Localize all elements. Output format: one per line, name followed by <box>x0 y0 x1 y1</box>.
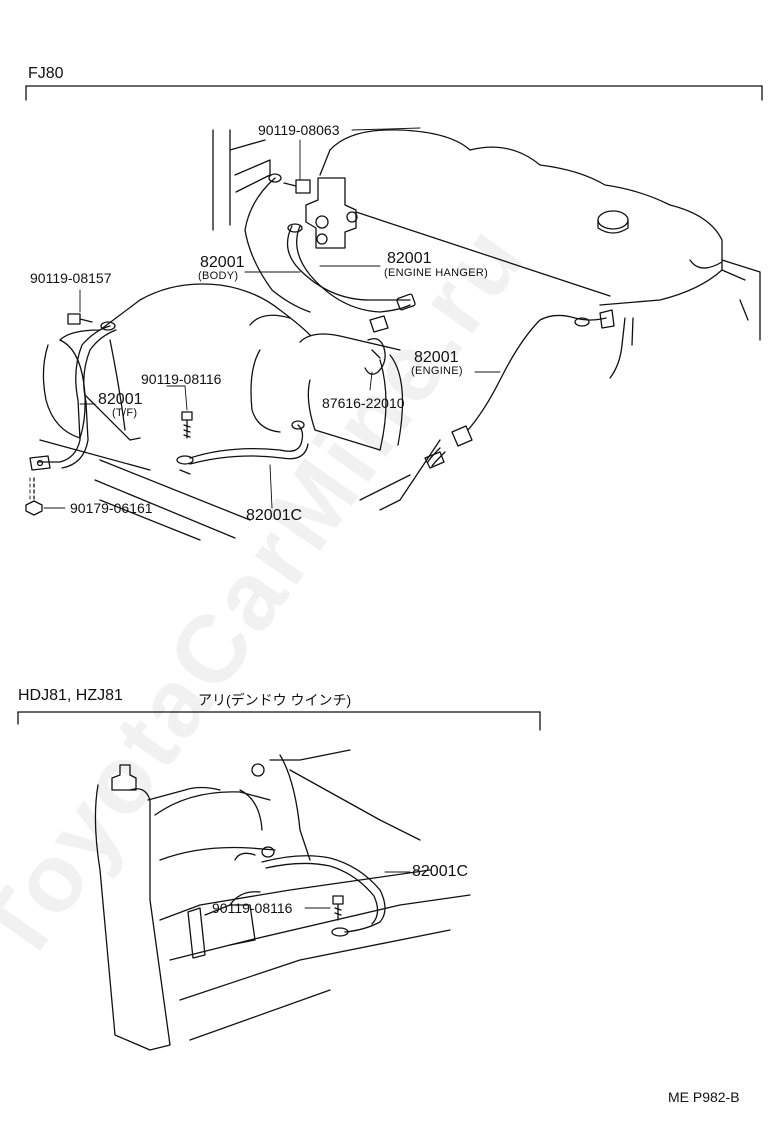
bolt-90119-08157 <box>67 313 93 325</box>
leader-lines <box>29 127 501 509</box>
part-sublabel-engine: (ENGINE) <box>411 365 463 377</box>
frame-lines <box>39 439 441 541</box>
cable-82001c <box>176 420 309 475</box>
cable-82001-hanger <box>286 223 416 333</box>
part-label-82001-body: 82001 <box>200 254 245 271</box>
part-label-82001-engine: 82001 <box>414 349 459 366</box>
part-label-82001-tf: 82001 <box>98 391 143 408</box>
part-label-82001c-2: 82001C <box>412 863 469 880</box>
transmission <box>42 283 404 451</box>
part-label-90119-08157: 90119-08157 <box>30 270 112 286</box>
section1-bracket <box>25 85 763 101</box>
winch-assembly <box>94 749 471 1051</box>
bolt-90119-08116 <box>181 411 193 439</box>
cable-82001-body <box>244 173 311 313</box>
section2-bracket <box>17 711 541 731</box>
part-label-90119-08116-2: 90119-08116 <box>212 900 293 916</box>
model-heading-fj80: FJ80 <box>28 65 64 82</box>
part-label-90179-06161: 90179-06161 <box>70 500 153 516</box>
part-label-82001c: 82001C <box>246 507 303 524</box>
figure-code: ME P982-B <box>668 1089 740 1105</box>
leader-lines-2 <box>304 871 411 909</box>
part-label-82001-hanger: 82001 <box>387 250 432 267</box>
cable-82001-engine <box>424 309 615 469</box>
part-sublabel-hanger: (ENGINE HANGER) <box>384 267 489 279</box>
bolt2-90119-08116 <box>332 895 344 921</box>
body-frame <box>212 129 271 231</box>
clamp-87616 <box>364 337 386 375</box>
part-label-90119-08063: 90119-08063 <box>258 122 340 138</box>
engine-cover <box>319 129 761 379</box>
cable-82001-tf <box>29 321 117 471</box>
nut-90179-06161 <box>25 477 43 516</box>
model-heading-hdj81-hzj81: HDJ81, HZJ81 <box>18 687 123 704</box>
option-note: アリ(デンドウ ウインチ) <box>198 692 352 708</box>
engine-hanger-bracket <box>283 177 358 249</box>
part-sublabel-body: (BODY) <box>198 270 239 282</box>
part-label-90119-08116: 90119-08116 <box>141 371 222 387</box>
part-label-87616-22010: 87616-22010 <box>322 395 405 411</box>
cable2-82001c <box>261 855 386 937</box>
part-sublabel-tf: (T/F) <box>112 407 138 419</box>
